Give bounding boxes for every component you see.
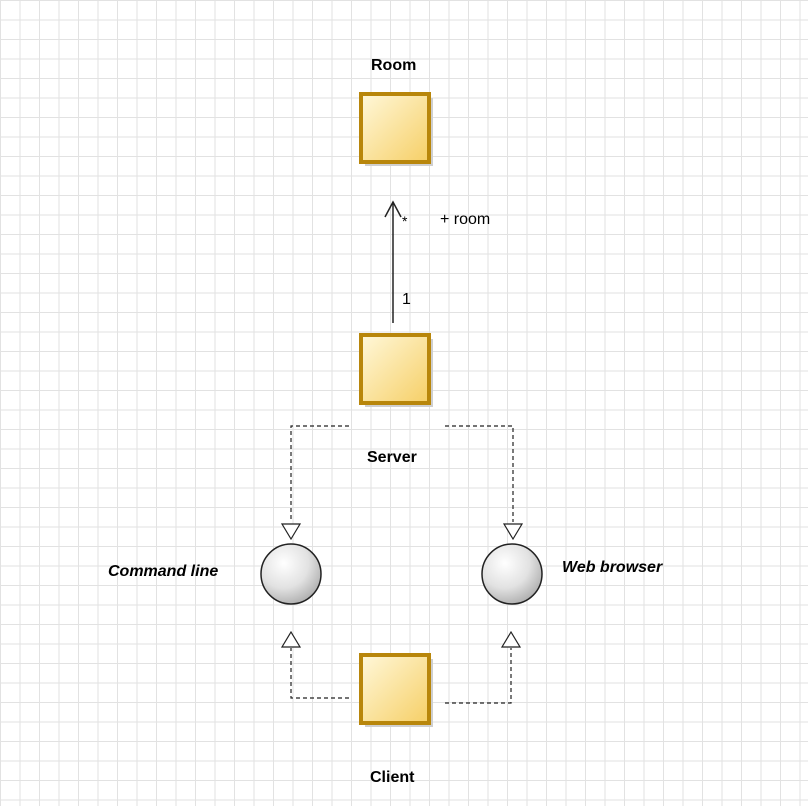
realization-client-web-browser[interactable] bbox=[445, 630, 522, 704]
class-client[interactable] bbox=[359, 653, 433, 727]
class-server-label: Server bbox=[367, 449, 417, 466]
interface-command-line[interactable] bbox=[260, 543, 322, 605]
realization-client-command-line[interactable] bbox=[280, 630, 349, 699]
class-server[interactable] bbox=[359, 333, 433, 407]
realization-server-command-line[interactable] bbox=[280, 425, 349, 541]
interface-web-browser-label: Web browser bbox=[562, 559, 663, 576]
association-server-room[interactable] bbox=[384, 200, 402, 323]
target-multiplicity-label: * bbox=[402, 213, 408, 229]
realization-arrowhead bbox=[500, 630, 522, 648]
class-room[interactable] bbox=[359, 92, 433, 166]
association-arrowhead bbox=[384, 200, 402, 218]
class-client-label: Client bbox=[370, 769, 415, 786]
realization-arrowhead bbox=[280, 523, 302, 541]
interface-web-browser[interactable] bbox=[481, 543, 543, 605]
source-multiplicity-label: 1 bbox=[402, 291, 411, 308]
realization-arrowhead bbox=[280, 630, 302, 648]
realization-arrowhead bbox=[502, 523, 524, 541]
class-room-label: Room bbox=[371, 57, 417, 74]
realization-server-web-browser[interactable] bbox=[445, 425, 524, 541]
association-role-label: + room bbox=[440, 211, 491, 228]
interface-command-line-label: Command line bbox=[108, 563, 219, 580]
